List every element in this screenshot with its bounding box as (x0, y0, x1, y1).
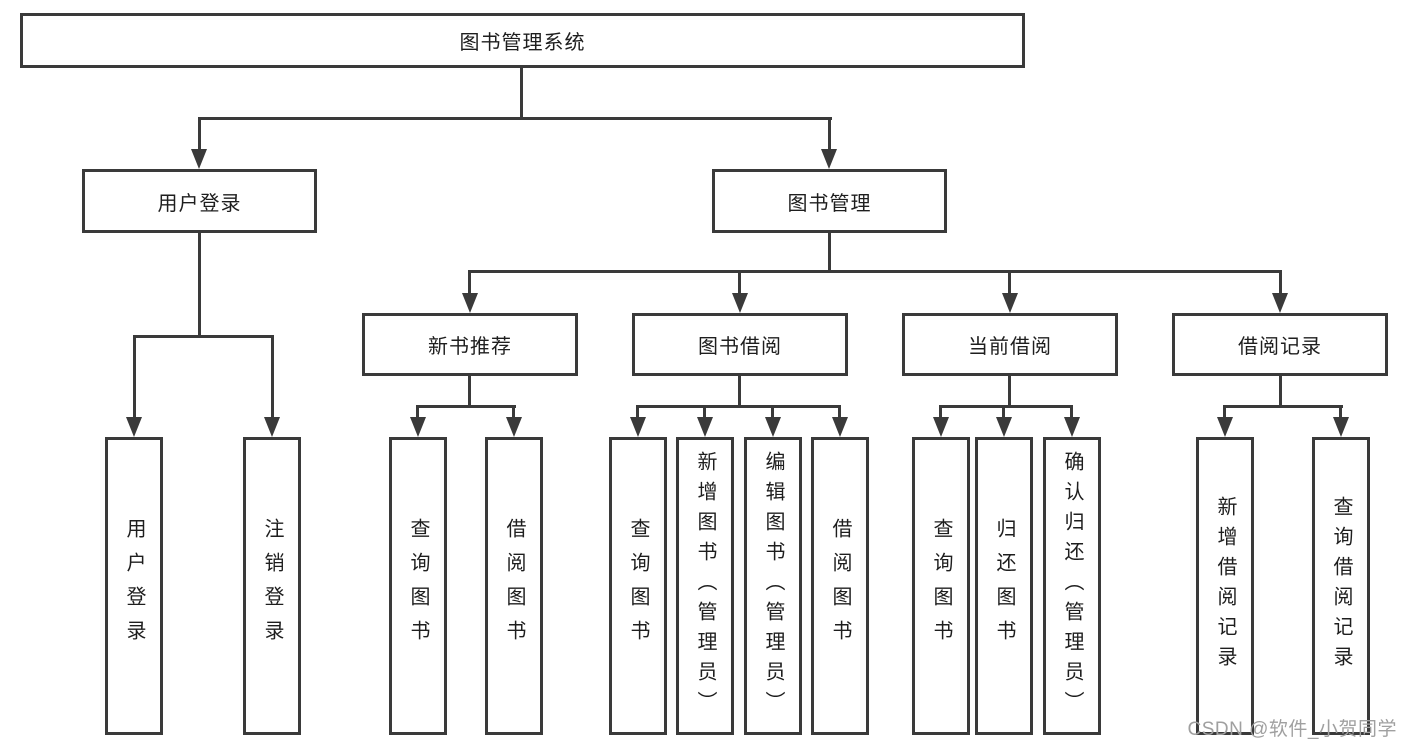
leaf-label: 查询图书 (407, 518, 429, 654)
node-label: 借阅记录 (1238, 336, 1322, 358)
node-root: 图书管理系统 (20, 13, 1025, 68)
connector-line (1223, 405, 1226, 419)
arrow-down-icon (1272, 293, 1288, 313)
leaf-query-borrow-record: 查询借阅记录 (1312, 437, 1370, 735)
leaf-label: 注销登录 (261, 518, 283, 654)
leaf-user-login: 用户登录 (105, 437, 163, 735)
leaf-add-borrow-record: 新增借阅记录 (1196, 437, 1254, 735)
leaf-label: 查询借阅记录 (1330, 496, 1352, 676)
leaf-label: 确认归还（管理员） (1061, 451, 1083, 721)
leaf-query-books-current: 查询图书 (912, 437, 970, 735)
arrow-down-icon (765, 417, 781, 437)
arrow-down-icon (191, 149, 207, 169)
watermark: CSDN @软件_小贺同学 (1187, 719, 1397, 740)
leaf-label: 借阅图书 (503, 518, 525, 654)
arrow-down-icon (697, 417, 713, 437)
connector-line (1008, 270, 1011, 296)
connector-line (1279, 270, 1282, 296)
leaf-borrow-books: 借阅图书 (811, 437, 869, 735)
arrow-down-icon (410, 417, 426, 437)
leaf-borrow-books-recommend: 借阅图书 (485, 437, 543, 735)
connector-line (512, 405, 515, 419)
leaf-return-book: 归还图书 (975, 437, 1033, 735)
connector-line (1224, 405, 1343, 408)
node-new-book-recommend: 新书推荐 (362, 313, 578, 376)
leaf-query-books-recommend: 查询图书 (389, 437, 447, 735)
node-label: 新书推荐 (428, 336, 512, 358)
connector-line (738, 270, 741, 296)
arrow-down-icon (1064, 417, 1080, 437)
connector-line (828, 233, 831, 272)
arrow-down-icon (1217, 417, 1233, 437)
connector-line (133, 335, 136, 421)
arrow-down-icon (264, 417, 280, 437)
leaf-edit-book-admin: 编辑图书（管理员） (744, 437, 802, 735)
node-book-management: 图书管理 (712, 169, 947, 233)
leaf-label: 借阅图书 (829, 518, 851, 654)
connector-line (198, 233, 201, 337)
node-label: 图书管理 (787, 192, 872, 215)
connector-line (1008, 376, 1011, 407)
arrow-down-icon (832, 417, 848, 437)
connector-line (468, 376, 471, 407)
connector-line (636, 405, 639, 419)
connector-line (637, 405, 841, 408)
leaf-label: 新增图书（管理员） (694, 451, 716, 721)
arrow-down-icon (732, 293, 748, 313)
leaf-label: 新增借阅记录 (1214, 496, 1236, 676)
node-borrow-records: 借阅记录 (1172, 313, 1388, 376)
leaf-label: 归还图书 (993, 518, 1015, 654)
node-user-login: 用户登录 (82, 169, 317, 233)
connector-line (1070, 405, 1073, 419)
arrow-down-icon (462, 293, 478, 313)
arrow-down-icon (821, 149, 837, 169)
connector-line (271, 335, 274, 421)
arrow-down-icon (506, 417, 522, 437)
node-label: 用户登录 (157, 192, 242, 215)
connector-line (198, 117, 201, 151)
leaf-label: 编辑图书（管理员） (762, 451, 784, 721)
arrow-down-icon (630, 417, 646, 437)
arrow-down-icon (933, 417, 949, 437)
leaf-add-book-admin: 新增图书（管理员） (676, 437, 734, 735)
connector-line (1002, 405, 1005, 419)
connector-line (468, 270, 471, 296)
connector-line (738, 376, 741, 407)
leaf-label: 查询图书 (930, 518, 952, 654)
connector-line (771, 405, 774, 419)
leaf-label: 用户登录 (123, 518, 145, 654)
leaf-query-books-borrow: 查询图书 (609, 437, 667, 735)
connector-line (468, 270, 1282, 273)
node-label: 当前借阅 (968, 336, 1052, 358)
node-label: 图书借阅 (698, 336, 782, 358)
connector-line (1339, 405, 1342, 419)
connector-line (940, 405, 1073, 408)
arrow-down-icon (1333, 417, 1349, 437)
node-label: 图书管理系统 (459, 32, 586, 54)
connector-line (1279, 376, 1282, 407)
leaf-logout: 注销登录 (243, 437, 301, 735)
connector-line (939, 405, 942, 419)
connector-line (828, 117, 831, 151)
connector-line (416, 405, 419, 419)
connector-line (417, 405, 516, 408)
connector-line (520, 68, 523, 120)
connector-line (133, 335, 274, 338)
arrow-down-icon (996, 417, 1012, 437)
leaf-label: 查询图书 (627, 518, 649, 654)
connector-line (703, 405, 706, 419)
connector-line (198, 117, 832, 120)
arrow-down-icon (126, 417, 142, 437)
connector-line (838, 405, 841, 419)
node-book-borrow: 图书借阅 (632, 313, 848, 376)
arrow-down-icon (1002, 293, 1018, 313)
leaf-confirm-return-admin: 确认归还（管理员） (1043, 437, 1101, 735)
node-current-borrow: 当前借阅 (902, 313, 1118, 376)
